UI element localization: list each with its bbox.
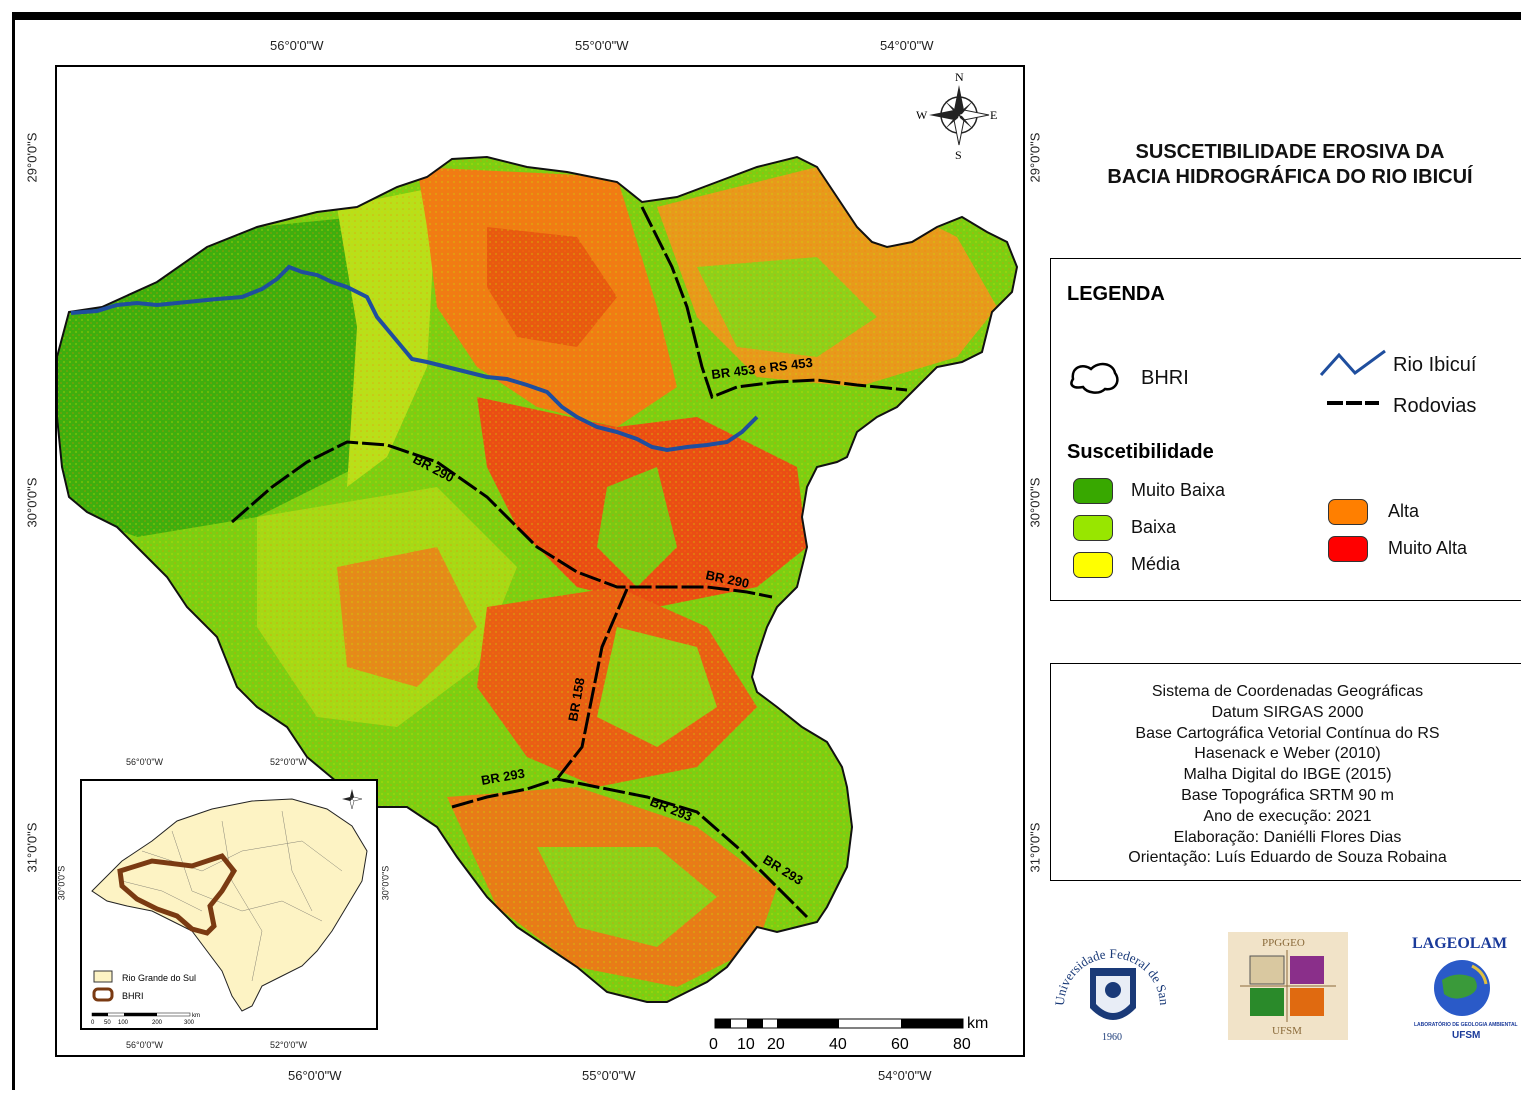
inset-legend-rs: Rio Grande do Sul bbox=[122, 973, 196, 983]
main-map[interactable]: BR 453 e RS 453 BR 290 BR 290 BR 158 BR … bbox=[55, 65, 1025, 1057]
legend-media: Média bbox=[1131, 554, 1181, 574]
lageolam-logo-sub: LABORATÓRIO DE GEOLOGIA AMBIENTAL bbox=[1414, 1020, 1518, 1028]
map-canvas: BR 453 e RS 453 BR 290 BR 290 BR 158 BR … bbox=[57, 70, 1019, 1053]
inset-map[interactable]: Rio Grande do Sul BHRI km 0 50 100 200 3… bbox=[80, 779, 378, 1030]
river-line-icon bbox=[1319, 349, 1386, 377]
metadata-panel: Sistema de Coordenadas Geográficas Datum… bbox=[1050, 663, 1521, 881]
info-line: Orientação: Luís Eduardo de Souza Robain… bbox=[1128, 849, 1447, 867]
info-line: Base Topográfica SRTM 90 m bbox=[1181, 786, 1394, 804]
coord-bottom-56w: 56°0'0"W bbox=[288, 1068, 342, 1083]
inset-coord-bottom-56w: 56°0'0"W bbox=[126, 1040, 164, 1050]
info-line: Elaboração: Daniélli Flores Dias bbox=[1173, 828, 1402, 846]
inset-scale-100: 100 bbox=[118, 1020, 129, 1026]
inset-coord-left-30s: 30°0'0"S bbox=[56, 865, 67, 901]
scale-tick-60: 60 bbox=[891, 1036, 909, 1053]
inset-coord-bottom-52w: 52°0'0"W bbox=[270, 1040, 308, 1050]
coord-left-29s: 29°0'0"S bbox=[24, 132, 40, 183]
scale-unit: km bbox=[967, 1015, 988, 1032]
compass-n: N bbox=[955, 70, 964, 84]
lageolam-logo-ufsm: UFSM bbox=[1452, 1030, 1480, 1041]
roads bbox=[231, 206, 908, 919]
map-title-line1: SUSCETIBILIDADE EROSIVA DA bbox=[1135, 141, 1445, 163]
road-line-icon bbox=[1327, 401, 1379, 405]
legend-bhri-label: BHRI bbox=[1141, 367, 1189, 389]
inset-scale-unit: km bbox=[192, 1013, 200, 1019]
swatch-baixa bbox=[1073, 515, 1113, 541]
inset-bhri-outline bbox=[117, 853, 238, 936]
info-line: Datum SIRGAS 2000 bbox=[1211, 703, 1364, 721]
coord-left-31s: 31°0'0"S bbox=[24, 822, 40, 873]
inset-legend-rs-swatch bbox=[93, 970, 113, 983]
ppggeo-logo: PPGGEO UFSM bbox=[1228, 932, 1348, 1040]
legend-alta: Alta bbox=[1388, 501, 1420, 521]
coord-top-55w: 55°0'0"W bbox=[575, 38, 629, 53]
ppggeo-logo-bottom: UFSM bbox=[1272, 1025, 1302, 1037]
legend-baixa: Baixa bbox=[1131, 517, 1177, 537]
inset-legend-bhri-swatch bbox=[92, 987, 114, 1002]
compass-e: E bbox=[990, 108, 997, 122]
legend-panel: LEGENDA BHRI Rio Ibicuí Rodovias Susceti… bbox=[1050, 258, 1521, 601]
inset-legend-bhri: BHRI bbox=[122, 991, 144, 1001]
map-title: SUSCETIBILIDADE EROSIVA DA BACIA HIDROGR… bbox=[1070, 140, 1510, 190]
inset-coord-right-30s: 30°0'0"S bbox=[380, 865, 391, 901]
river-ibicui bbox=[70, 264, 759, 453]
info-line: Malha Digital do IBGE (2015) bbox=[1183, 766, 1392, 784]
coord-bottom-55w: 55°0'0"W bbox=[582, 1068, 636, 1083]
coord-left-30s: 30°0'0"S bbox=[24, 477, 40, 528]
lageolam-logo-title: LAGEOLAM bbox=[1412, 935, 1507, 952]
inset-coord-top-56w: 56°0'0"W bbox=[126, 757, 164, 767]
inset-rs-shape bbox=[91, 798, 368, 1012]
swatch-alta bbox=[1328, 499, 1368, 525]
info-line: Base Cartográfica Vetorial Contínua do R… bbox=[1135, 724, 1440, 742]
inset-canvas: Rio Grande do Sul BHRI km 0 50 100 200 3… bbox=[91, 789, 368, 1026]
info-line: Hasenack e Weber (2010) bbox=[1194, 745, 1381, 763]
compass-w: W bbox=[916, 108, 928, 122]
compass-s: S bbox=[955, 148, 962, 162]
coord-right-29s: 29°0'0"S bbox=[1027, 132, 1043, 183]
legend-muito-baixa: Muito Baixa bbox=[1131, 480, 1226, 500]
scale-bar: km 0 10 20 40 60 80 bbox=[709, 1015, 988, 1053]
swatch-muito-alta bbox=[1328, 536, 1368, 562]
ufsm-logo-year: 1960 bbox=[1102, 1032, 1122, 1043]
scale-tick-0: 0 bbox=[709, 1036, 718, 1053]
coord-top-56w: 56°0'0"W bbox=[270, 38, 324, 53]
coord-top-54w: 54°0'0"W bbox=[880, 38, 934, 53]
coord-right-30s: 30°0'0"S bbox=[1027, 477, 1043, 528]
inset-scale-200: 200 bbox=[152, 1020, 163, 1026]
legend-subtitle: Suscetibilidade bbox=[1067, 441, 1214, 463]
map-title-line2: BACIA HIDROGRÁFICA DO RIO IBICUÍ bbox=[1107, 166, 1473, 188]
info-line: Sistema de Coordenadas Geográficas bbox=[1151, 683, 1424, 700]
outer-frame bbox=[12, 12, 1521, 1090]
inset-compass-icon bbox=[342, 789, 363, 810]
inset-scale-300: 300 bbox=[184, 1020, 195, 1026]
scale-tick-10: 10 bbox=[737, 1036, 755, 1053]
scale-tick-40: 40 bbox=[829, 1036, 847, 1053]
ppggeo-logo-top: PPGGEO bbox=[1262, 937, 1305, 949]
inset-scale-50: 50 bbox=[104, 1020, 111, 1026]
inset-scale-0: 0 bbox=[91, 1020, 95, 1026]
scale-tick-80: 80 bbox=[953, 1036, 971, 1053]
scale-tick-20: 20 bbox=[767, 1036, 785, 1053]
inset-coord-top-52w: 52°0'0"W bbox=[270, 757, 308, 767]
bhri-polygon-icon bbox=[1070, 362, 1119, 394]
swatch-media bbox=[1073, 552, 1113, 578]
ufsm-logo: Universidade Federal de Santa Maria 1960 bbox=[1050, 928, 1172, 1043]
info-line: Ano de execução: 2021 bbox=[1203, 807, 1372, 825]
legend-muito-alta: Muito Alta bbox=[1388, 538, 1468, 558]
coord-bottom-54w: 54°0'0"W bbox=[878, 1068, 932, 1083]
lageolam-logo: LAGEOLAM LABORATÓRIO DE GEOLOGIA AMBIENT… bbox=[1412, 935, 1518, 1041]
compass-rose-icon: N S E W bbox=[916, 70, 997, 162]
legend-rodovias-label: Rodovias bbox=[1393, 395, 1477, 417]
legend-title: LEGENDA bbox=[1067, 283, 1165, 305]
legend-rio-label: Rio Ibicuí bbox=[1393, 354, 1477, 376]
coord-right-31s: 31°0'0"S bbox=[1027, 822, 1043, 873]
swatch-muito-baixa bbox=[1073, 478, 1113, 504]
